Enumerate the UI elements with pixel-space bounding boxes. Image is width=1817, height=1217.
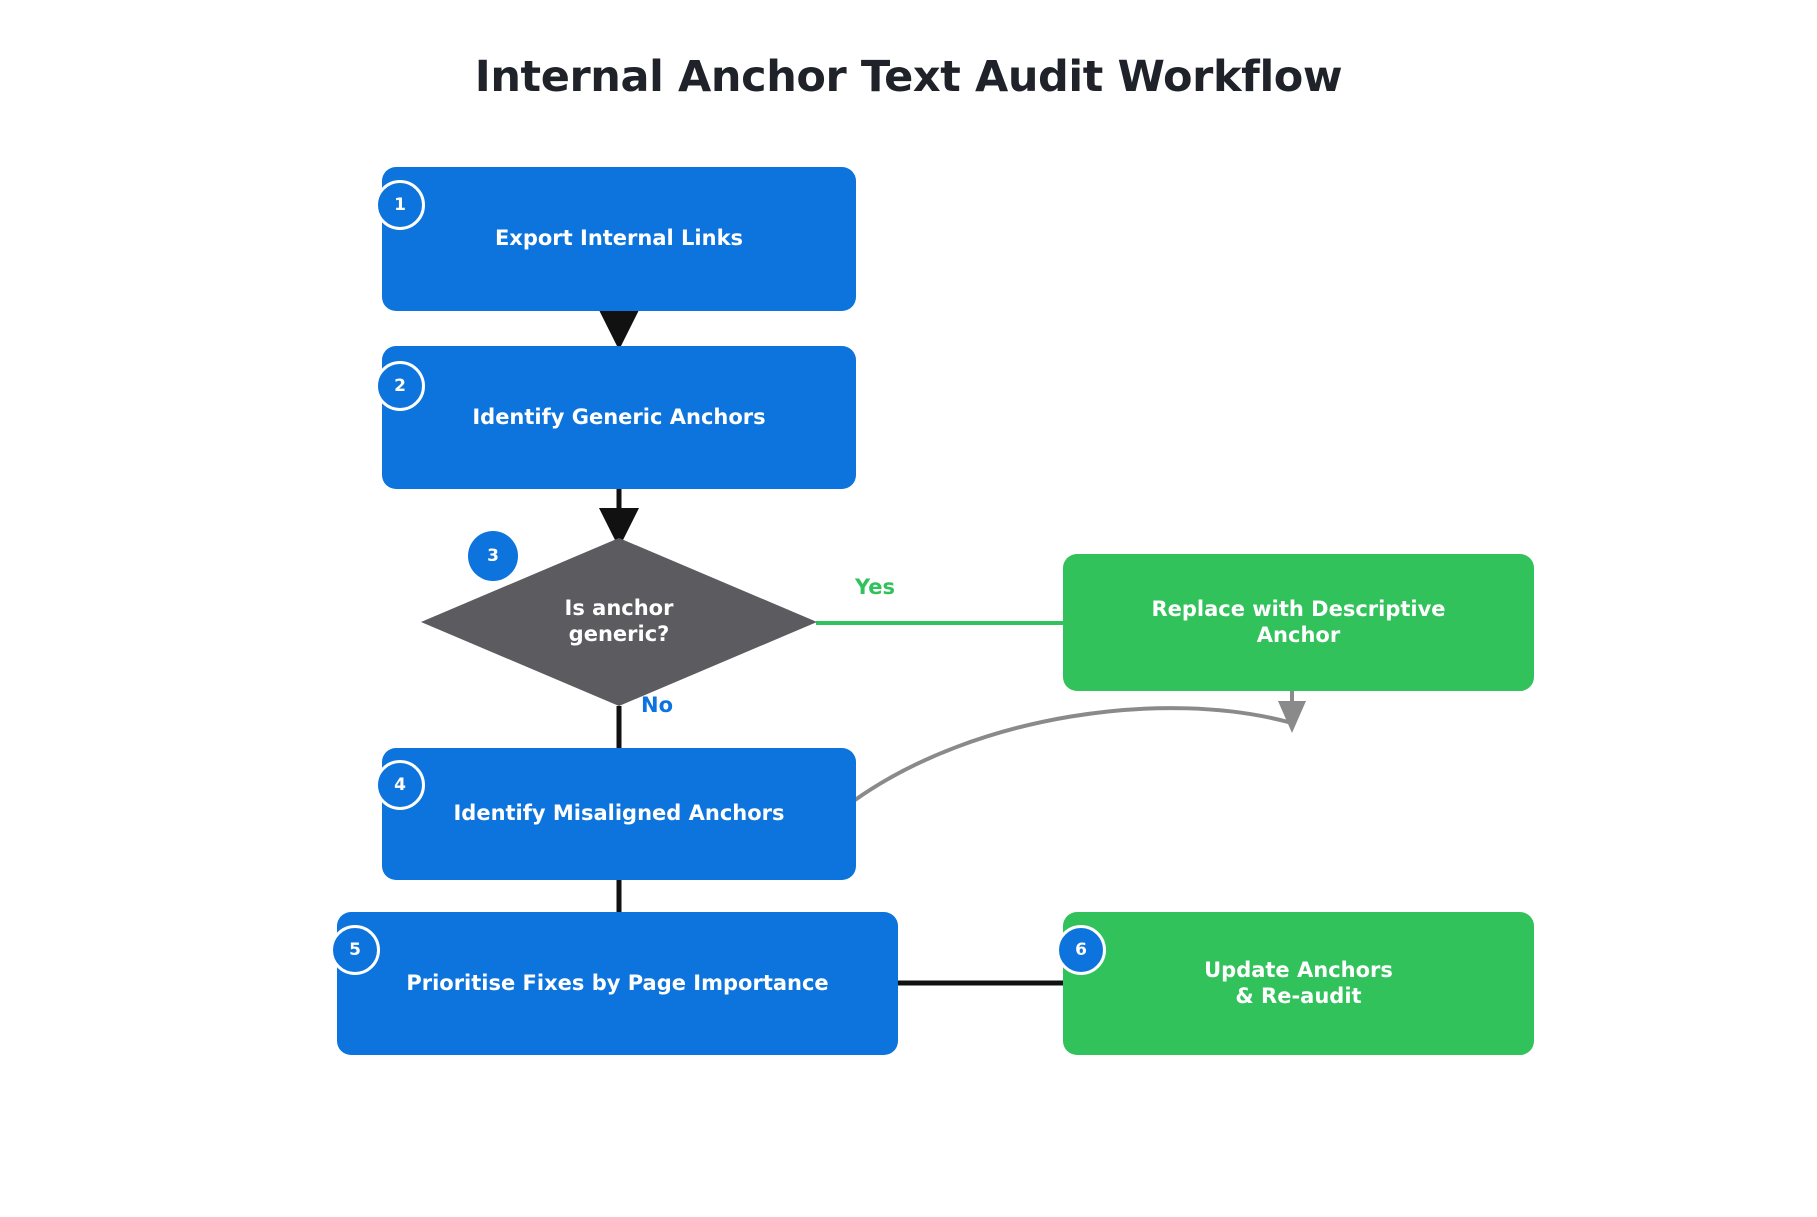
node-is-anchor-generic[interactable]: Is anchor generic?: [421, 538, 817, 706]
badge-number: 5: [349, 940, 361, 960]
edge-n4-n3a-loop: [853, 706, 1293, 802]
badge-number: 6: [1075, 940, 1087, 960]
node-export-internal-links[interactable]: Export Internal Links: [382, 167, 856, 311]
node-badge-4: 4: [375, 760, 425, 810]
node-badge-5: 5: [330, 925, 380, 975]
node-badge-6: 6: [1056, 925, 1106, 975]
node-label: Update Anchors & Re-audit: [1204, 957, 1393, 1008]
node-replace-with-descriptive-anchor[interactable]: Replace with Descriptive Anchor: [1063, 554, 1534, 691]
node-label: Identify Misaligned Anchors: [453, 801, 785, 826]
node-identify-generic-anchors[interactable]: Identify Generic Anchors: [382, 346, 856, 489]
page-title: Internal Anchor Text Audit Workflow: [474, 52, 1343, 102]
badge-number: 4: [394, 775, 406, 795]
badge-number: 3: [487, 546, 499, 566]
node-label: Replace with Descriptive Anchor: [1151, 596, 1446, 647]
edge-label-no: No: [641, 693, 674, 717]
node-identify-misaligned-anchors[interactable]: Identify Misaligned Anchors: [382, 748, 856, 880]
node-badge-3: 3: [468, 531, 518, 581]
node-prioritise-fixes[interactable]: Prioritise Fixes by Page Importance: [337, 912, 898, 1055]
node-label: Export Internal Links: [494, 226, 744, 251]
node-label: Is anchor generic?: [564, 596, 674, 646]
badge-number: 1: [394, 195, 406, 215]
node-update-anchors-re-audit[interactable]: Update Anchors & Re-audit: [1063, 912, 1534, 1055]
node-badge-1: 1: [375, 180, 425, 230]
badge-number: 2: [394, 376, 406, 396]
node-label: Prioritise Fixes by Page Importance: [406, 970, 829, 995]
node-label: Identify Generic Anchors: [472, 404, 766, 429]
node-badge-2: 2: [375, 361, 425, 411]
edge-label-yes: Yes: [855, 575, 896, 599]
